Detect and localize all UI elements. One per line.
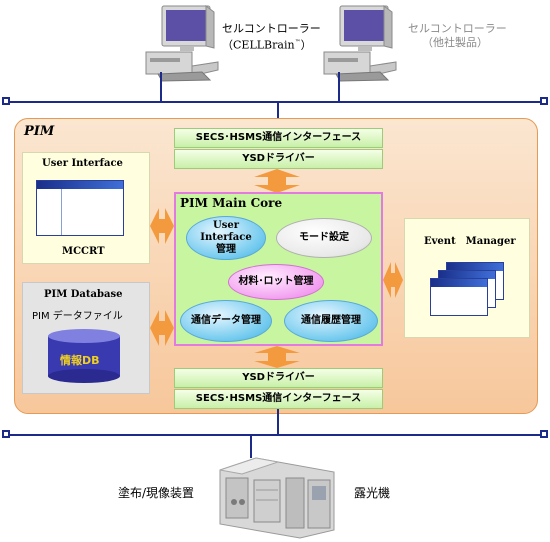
pim-database-title: PIM Database bbox=[44, 289, 123, 300]
ui-management-node: User Interface 管理 bbox=[186, 216, 266, 260]
computer-right-drop-line bbox=[338, 72, 340, 102]
info-db-label: 情報DB bbox=[60, 354, 100, 367]
comm-data-node: 通信データ管理 bbox=[180, 300, 272, 342]
bottom-ysd-driver-bar: YSDドライバー bbox=[174, 368, 383, 388]
material-lot-label: 材料･ロット管理 bbox=[238, 276, 314, 287]
equipment-connector-line bbox=[250, 436, 252, 458]
material-lot-node: 材料･ロット管理 bbox=[228, 264, 324, 300]
comm-data-label: 通信データ管理 bbox=[191, 315, 261, 326]
user-interface-title: User Interface bbox=[42, 158, 123, 169]
pim-data-file-label: PIM データファイル bbox=[32, 311, 123, 322]
mode-setting-label: モード設定 bbox=[299, 232, 349, 243]
mccrt-caption: MCCRT bbox=[62, 246, 105, 257]
database-cylinder-icon bbox=[48, 329, 120, 383]
controller-label-right: セルコントローラー （他社製品） bbox=[408, 22, 507, 50]
pim-bottom-connector-line bbox=[277, 409, 279, 435]
trademark-symbol: ™ bbox=[294, 39, 301, 46]
pim-main-core-title: PIM Main Core bbox=[180, 196, 283, 210]
top-ysd-driver-bar: YSDドライバー bbox=[174, 149, 383, 169]
top-network-bus bbox=[8, 101, 542, 103]
bottom-vertical-arrow bbox=[254, 346, 300, 368]
comm-history-label: 通信履歴管理 bbox=[301, 315, 361, 326]
ui-management-line2: 管理 bbox=[216, 244, 236, 255]
controller-right-line2: （他社製品） bbox=[422, 36, 488, 49]
pim-top-connector-line bbox=[277, 102, 279, 128]
pim-title: PIM bbox=[24, 124, 55, 139]
exposure-tool-label: 露光機 bbox=[354, 486, 391, 500]
core-event-arrow bbox=[383, 262, 403, 298]
db-core-arrow bbox=[150, 310, 174, 346]
top-bus-node-right bbox=[540, 97, 548, 105]
controller-right-line1: セルコントローラー bbox=[408, 22, 507, 35]
mode-setting-node: モード設定 bbox=[276, 218, 372, 258]
ui-core-arrow bbox=[150, 208, 174, 244]
comm-history-node: 通信履歴管理 bbox=[284, 300, 378, 342]
controller-left-line1: セルコントローラー bbox=[222, 22, 321, 35]
mccrt-window-icon[interactable] bbox=[36, 180, 124, 236]
bottom-bus-node-right bbox=[540, 430, 548, 438]
computer-left-drop-line bbox=[160, 72, 162, 102]
event-manager-title: Event Manager bbox=[424, 236, 516, 247]
top-bus-node-left bbox=[2, 97, 10, 105]
controller-label-left: セルコントローラー （CELLBrain™） bbox=[222, 22, 321, 53]
computer-icon-left bbox=[144, 4, 220, 82]
bottom-secs-interface-bar: SECS･HSMS通信インターフェース bbox=[174, 389, 383, 409]
top-vertical-arrow bbox=[254, 169, 300, 193]
bottom-network-bus bbox=[8, 434, 542, 436]
controller-left-line2: （CELLBrain bbox=[222, 38, 295, 52]
bottom-bus-node-left bbox=[2, 430, 10, 438]
ui-management-line1: User Interface bbox=[200, 220, 252, 243]
event-window-icon-front bbox=[430, 278, 488, 316]
computer-icon-right bbox=[322, 4, 398, 82]
top-secs-interface-bar: SECS･HSMS通信インターフェース bbox=[174, 128, 383, 148]
controller-left-close: ） bbox=[300, 38, 312, 52]
equipment-machine-icon bbox=[219, 457, 335, 539]
coater-developer-label: 塗布/現像装置 bbox=[118, 486, 195, 500]
